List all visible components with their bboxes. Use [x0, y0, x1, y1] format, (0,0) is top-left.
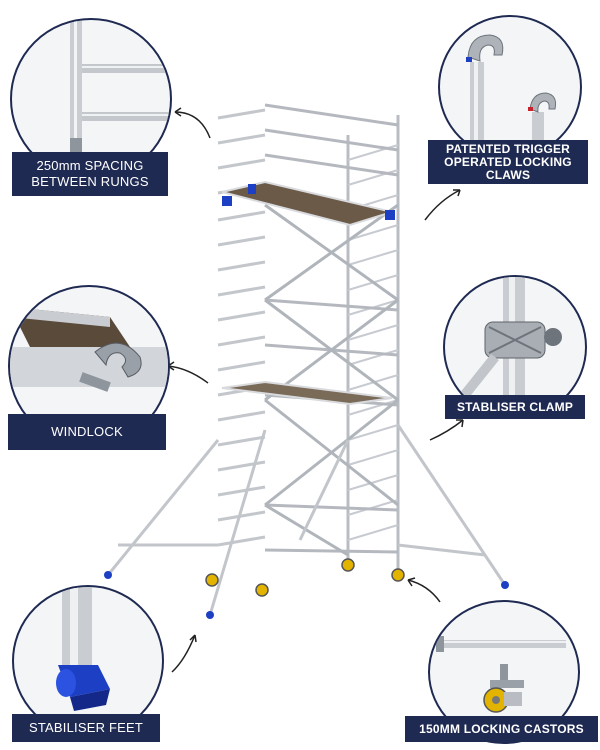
- feet-label: STABILISER FEET: [12, 714, 160, 742]
- callout-arrows: [167, 107, 464, 673]
- castor-wheels: [205, 558, 405, 597]
- front-rungs: [217, 108, 266, 547]
- feet-detail-circle: [12, 585, 164, 737]
- claws-label-line1: PATENTED TRIGGER: [445, 141, 571, 156]
- rungs-detail-image: [70, 20, 170, 160]
- feet-detail-image: [56, 587, 110, 711]
- rungs-label-line1: 250mm SPACING: [36, 158, 144, 173]
- claws-label-line3: CLAWS: [485, 167, 531, 182]
- claws-label-line2: OPERATED LOCKING: [444, 154, 572, 169]
- claws-label: PATENTED TRIGGER OPERATED LOCKING CLAWS: [428, 140, 588, 184]
- claws-detail-image: [466, 34, 557, 157]
- clamp-label-text: STABLISER CLAMP: [456, 399, 574, 414]
- windlock-label: WINDLOCK: [8, 414, 166, 450]
- castors-label-text: 150MM LOCKING CASTORS: [419, 721, 584, 736]
- clamp-label: STABLISER CLAMP: [445, 395, 585, 419]
- castors-label: 150MM LOCKING CASTORS: [405, 716, 598, 742]
- rungs-label: 250mm SPACING BETWEEN RUNGS: [12, 152, 168, 196]
- mid-platform: [221, 380, 393, 406]
- clamp-detail-image: [451, 277, 562, 417]
- claws-detail-circle: [438, 15, 582, 159]
- windlock-detail-image: [10, 307, 168, 392]
- rungs-label-line2: BETWEEN RUNGS: [31, 174, 149, 189]
- feet-label-text: STABILISER FEET: [28, 720, 143, 735]
- castors-detail-image: [436, 636, 566, 713]
- windlock-label-text: WINDLOCK: [51, 424, 123, 439]
- rear-rungs: [347, 144, 399, 541]
